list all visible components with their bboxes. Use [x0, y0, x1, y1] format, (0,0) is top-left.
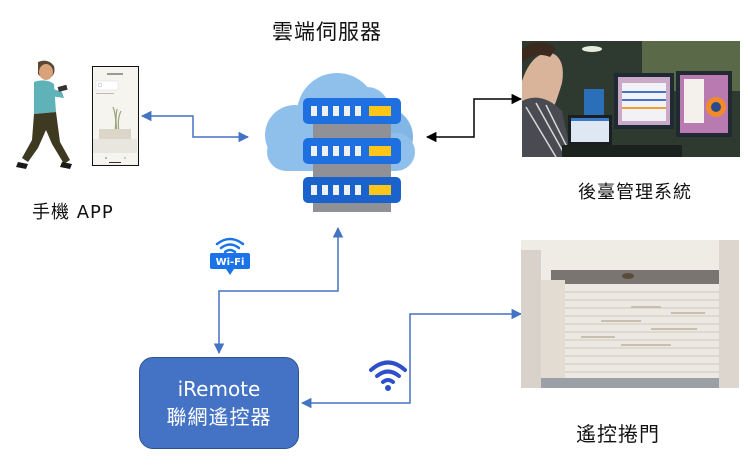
controller-name: iRemote	[177, 377, 261, 401]
edge-controller-door	[300, 308, 523, 409]
roller-shutter-door-photo	[521, 240, 739, 388]
app-screen-content	[93, 67, 137, 164]
cloud-server-icon	[265, 73, 415, 212]
mobile-app-label: 手機 APP	[32, 202, 114, 223]
admin-workstation-photo	[522, 41, 740, 157]
server-unit	[303, 98, 401, 124]
server-unit	[303, 177, 401, 203]
phone-app-screenshot	[92, 66, 139, 166]
iremote-controller-node[interactable]: iRemote 聯網遙控器	[139, 357, 299, 449]
cloud-server-label: 雲端伺服器	[272, 20, 382, 44]
wifi-signal-icon	[369, 360, 407, 391]
backend-label: 後臺管理系統	[578, 182, 692, 203]
wifi-badge-text: Wi-Fi	[216, 257, 245, 268]
server-unit	[303, 138, 401, 164]
controller-subtitle: 聯網遙控器	[166, 405, 272, 429]
person-with-phone-icon	[16, 60, 72, 169]
edge-cloud-backend	[425, 93, 523, 143]
roller-door-label: 遙控捲門	[576, 422, 660, 446]
wifi-badge: Wi-Fi	[210, 237, 250, 275]
wifi-icon	[215, 237, 245, 254]
edge-app-cloud	[140, 110, 250, 143]
